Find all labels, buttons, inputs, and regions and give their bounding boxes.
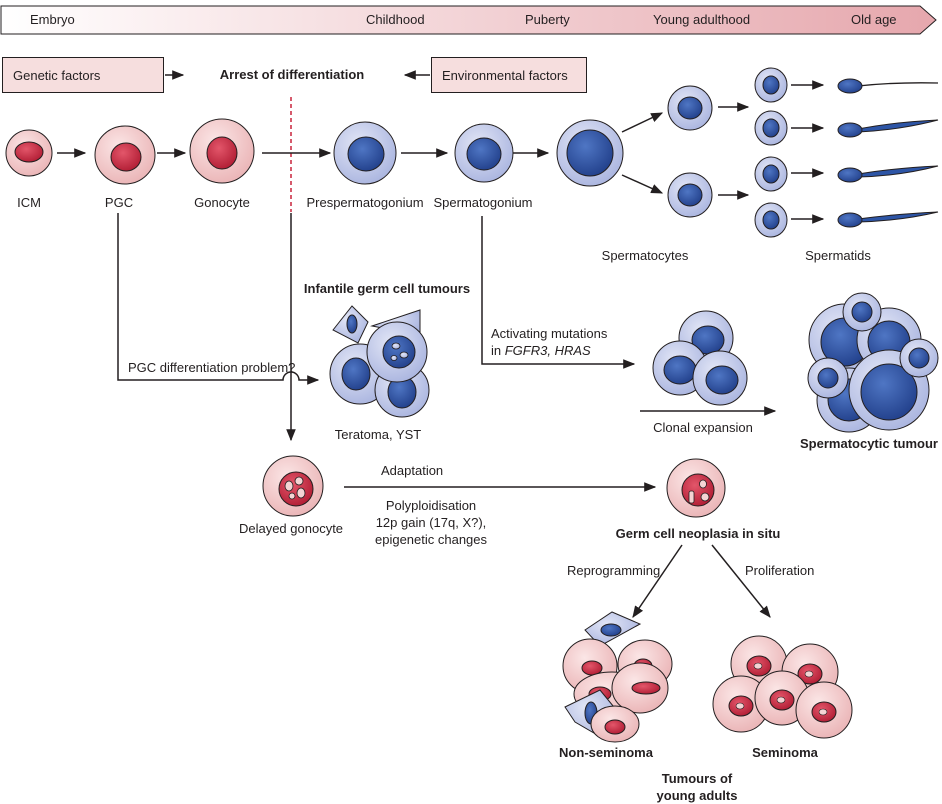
gcnis-cell xyxy=(666,458,726,518)
delayed-gonocyte-label: Delayed gonocyte xyxy=(238,521,344,536)
genetic-factors-box: Genetic factors xyxy=(2,57,164,93)
sperm-3 xyxy=(837,165,939,183)
reprogramming-label: Reprogramming xyxy=(567,563,661,578)
spermatid-cell-3 xyxy=(754,156,788,192)
infantile-tumour-cluster xyxy=(329,305,430,418)
timeline-young-adulthood: Young adulthood xyxy=(653,12,751,27)
primary-spermatocyte-cell xyxy=(556,119,624,187)
tumours-of-line: Tumours of xyxy=(661,771,733,786)
pgc-cell xyxy=(94,125,156,185)
spermatid-cell-4 xyxy=(754,202,788,238)
mutations-genes-line: in FGFR3, HRAS xyxy=(491,343,591,359)
reprogramming-arrow xyxy=(632,544,683,618)
clonal-cluster xyxy=(652,310,748,406)
arrest-of-differentiation-label: Arrest of differentiation xyxy=(219,67,365,82)
adaptation-label: Adaptation xyxy=(381,463,444,478)
timeline-old-age: Old age xyxy=(851,12,897,27)
mutation-path xyxy=(481,216,636,369)
change-polyploidisation: Polyploidisation xyxy=(385,498,477,513)
timeline-bar xyxy=(0,5,937,35)
proliferation-label: Proliferation xyxy=(745,563,815,578)
icm-cell xyxy=(5,129,53,177)
environmental-factors-box: Environmental factors xyxy=(431,57,587,93)
activating-mutations-label: Activating mutations xyxy=(491,326,608,341)
sperm-2 xyxy=(837,119,939,138)
non-seminoma-cluster xyxy=(562,611,673,743)
gcnis-label: Germ cell neoplasia in situ xyxy=(615,526,781,541)
spermatids-label: Spermatids xyxy=(805,248,871,263)
spermatogonium-label: Spermatogonium xyxy=(433,195,533,210)
spermatocytic-tumour-cluster xyxy=(807,292,939,433)
change-epigenetic: epigenetic changes xyxy=(374,532,488,547)
clonal-expansion-label: Clonal expansion xyxy=(653,420,753,435)
prespermatogonium-label: Prespermatogonium xyxy=(306,195,424,210)
icm-label: ICM xyxy=(17,195,41,210)
mutations-genes-text: FGFR3, HRAS xyxy=(504,343,591,358)
gonocyte-cell xyxy=(189,118,255,184)
arrow-primary-lower xyxy=(621,174,664,194)
secondary-spermatocyte-lower xyxy=(667,172,713,218)
delayed-gonocyte-cell xyxy=(262,455,324,517)
change-12p-gain: 12p gain (17q, X?), xyxy=(375,515,487,530)
non-seminoma-label: Non-seminoma xyxy=(559,745,653,760)
spermatid-cell-2 xyxy=(754,110,788,146)
sperm-1 xyxy=(837,78,939,94)
seminoma-label: Seminoma xyxy=(752,745,818,760)
pgc-problem-path xyxy=(117,213,320,385)
young-adults-line: young adults xyxy=(656,788,738,803)
timeline-puberty: Puberty xyxy=(525,12,570,27)
seminoma-cluster xyxy=(712,635,853,739)
secondary-spermatocyte-upper xyxy=(667,85,713,131)
spermatogonium-cell xyxy=(454,123,514,183)
timeline-embryo: Embryo xyxy=(30,12,75,27)
arrow-primary-upper xyxy=(621,112,664,133)
spermatocytic-tumour-label: Spermatocytic tumour xyxy=(800,436,938,451)
mutations-in-text: in xyxy=(491,343,505,358)
spermatid-cell-1 xyxy=(754,67,788,103)
gonocyte-label: Gonocyte xyxy=(194,195,250,210)
teratoma-yst-label: Teratoma, YST xyxy=(334,427,422,442)
pgc-label: PGC xyxy=(104,195,134,210)
tumours-of-young-adults-label: Tumours of young adults xyxy=(657,770,738,804)
prespermatogonium-cell xyxy=(333,121,397,185)
infantile-tumours-title: Infantile germ cell tumours xyxy=(303,281,471,296)
proliferation-arrow xyxy=(711,544,771,618)
genetic-changes-list: Polyploidisation 12p gain (17q, X?), epi… xyxy=(375,497,487,548)
spermatocytes-label: Spermatocytes xyxy=(601,248,689,263)
timeline-childhood: Childhood xyxy=(366,12,425,27)
sperm-4 xyxy=(837,211,939,228)
pgc-differentiation-problem-label: PGC differentiation problem? xyxy=(128,360,296,375)
